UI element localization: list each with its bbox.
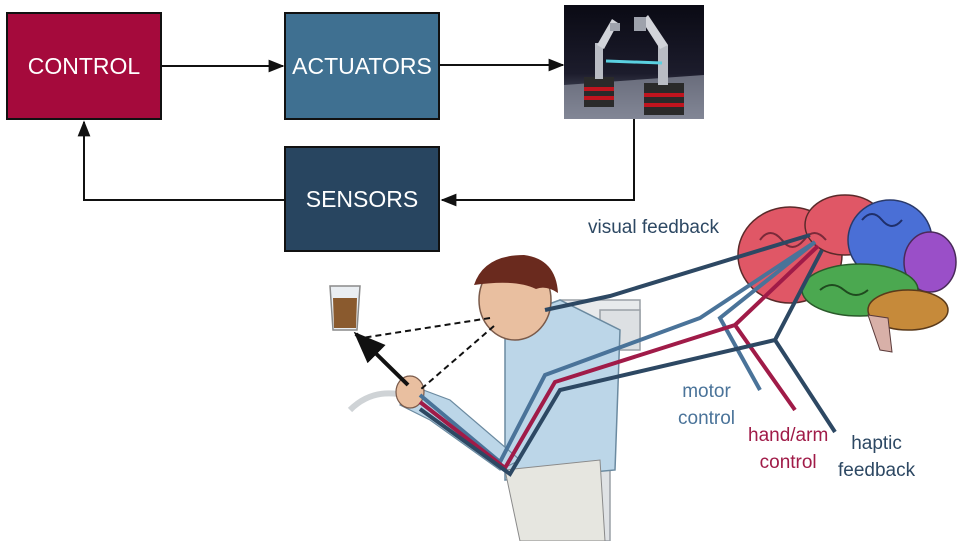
actuators-label: ACTUATORS	[292, 52, 432, 79]
haptic-feedback-line2: feedback	[838, 460, 916, 481]
robot-to-sensors-arrow	[440, 119, 635, 207]
sensors-to-control-arrow	[77, 120, 284, 201]
visual-feedback-pathway	[544, 233, 811, 312]
hand-arm-control-line1: hand/arm	[748, 425, 829, 446]
control-label: CONTROL	[27, 52, 141, 79]
hand-arm-control-line2: control	[759, 452, 817, 473]
hand-arm-control-label: hand/arm control	[748, 422, 828, 476]
brain-illustration	[737, 194, 957, 353]
gaze-line-lower	[419, 325, 495, 391]
gaze-line-upper	[361, 317, 491, 339]
haptic-feedback-label: haptic feedback	[838, 430, 915, 484]
control-block: CONTROL	[6, 12, 162, 120]
man-illustration	[395, 255, 621, 541]
motor-control-line2: control	[678, 408, 736, 429]
motor-control-label: motor control	[678, 378, 735, 432]
robot-arms-image	[564, 5, 704, 119]
haptic-feedback-pathway	[418, 249, 837, 477]
sensors-label: SENSORS	[305, 185, 419, 212]
reach-arrow	[353, 331, 410, 387]
haptic-feedback-line1: haptic	[851, 433, 902, 454]
actuators-block: ACTUATORS	[284, 12, 440, 120]
motor-control-line1: motor	[682, 381, 731, 402]
sensors-block: SENSORS	[284, 146, 440, 252]
glass-icon	[329, 285, 361, 331]
visual-feedback-label: visual feedback	[588, 217, 719, 238]
